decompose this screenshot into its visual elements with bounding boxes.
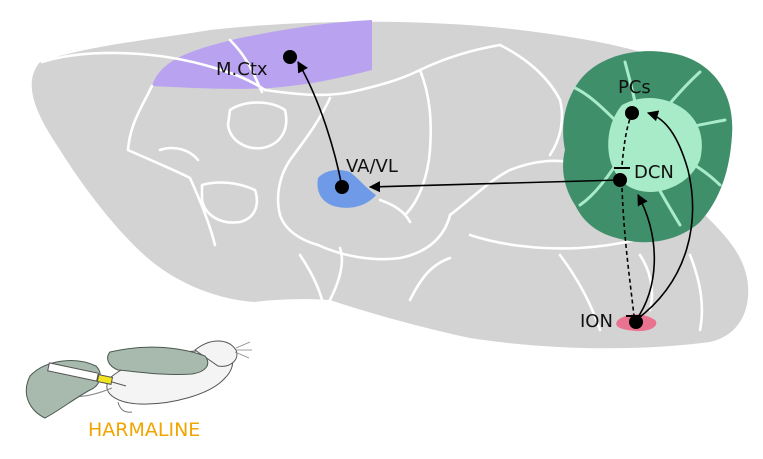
motor-cortex-label: M.Ctx — [216, 59, 268, 80]
thalamus-node — [335, 180, 349, 194]
pcs-node — [625, 106, 639, 120]
nodes — [283, 50, 643, 329]
olive-label: ION — [580, 311, 613, 332]
dcn-label: DCN — [634, 162, 674, 183]
purkinje-cells-label: PCs — [618, 77, 651, 98]
whiskers — [234, 341, 252, 359]
rat-injection-illustration — [25, 340, 252, 419]
olive-to-pcs-dashed — [621, 187, 635, 317]
dcn-node — [613, 173, 627, 187]
motor-cortex-region — [152, 20, 372, 89]
cerebellum-folia — [573, 60, 727, 227]
olive-node — [629, 315, 643, 329]
pathways — [297, 61, 694, 321]
thalamus-to-cortex-arrow — [297, 61, 343, 188]
rat-foot — [117, 401, 133, 413]
dcn-to-thalamus-arrow — [368, 179, 621, 193]
right-gloved-hand — [107, 346, 209, 376]
thalamus-label: VA/VL — [346, 156, 398, 177]
olive-to-pcs-arrow — [635, 110, 694, 321]
motor-cortex-node — [283, 50, 297, 64]
olive-to-dcn-arrow — [635, 194, 656, 321]
syringe — [47, 362, 127, 387]
harmaline-label: HARMALINE — [88, 419, 200, 441]
